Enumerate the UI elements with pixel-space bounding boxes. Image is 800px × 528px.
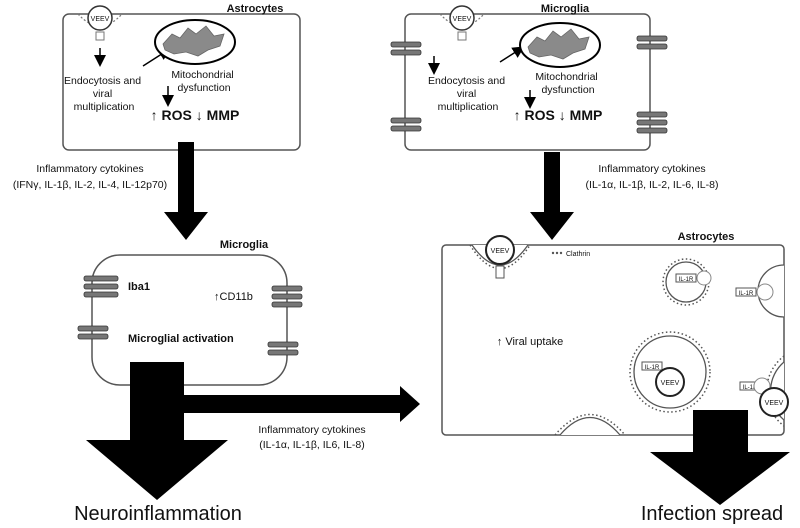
veev-virus xyxy=(655,367,685,397)
cd11b-label: ↑CD11b xyxy=(214,291,253,303)
svg-text:(IL-1α, IL-1β, IL6, IL-8): (IL-1α, IL-1β, IL6, IL-8) xyxy=(259,439,364,451)
svg-text:Inflammatory cytokines: Inflammatory cytokines xyxy=(36,163,143,175)
astrocyte-bottom-title: Astrocytes xyxy=(678,231,735,243)
viral-uptake-label: ↑ Viral uptake xyxy=(497,336,563,348)
cytokines-left-label: Inflammatory cytokines (IFNγ, IL-1β, IL-… xyxy=(13,163,167,191)
svg-text:IL-1R: IL-1R xyxy=(679,277,694,283)
membrane-receptors xyxy=(77,275,303,356)
svg-text:Inflammatory cytokines: Inflammatory cytokines xyxy=(258,424,365,436)
microglia-cell-top-right: Microglia VEEV Endocytosis and viral mul… xyxy=(390,3,668,151)
ros-mmp-label: ↑ ROS ↓ MMP xyxy=(151,107,240,123)
microglia-activation-cell: Microglia Iba1 ↑CD11b Microglial activat… xyxy=(77,239,303,386)
ros-mmp-label: ↑ ROS ↓ MMP xyxy=(514,107,603,123)
cytokines-right-label: Inflammatory cytokines (IL-1α, IL-1β, IL… xyxy=(586,163,719,191)
astrocyte-cell-bottom: Astrocytes Clathrin VEEV IL-1R IL-1R IL-… xyxy=(441,231,789,436)
svg-text:IL-1R: IL-1R xyxy=(743,385,758,391)
veev-virus xyxy=(759,387,789,417)
svg-text:Inflammatory cytokines: Inflammatory cytokines xyxy=(598,163,705,175)
svg-text:VEEV: VEEV xyxy=(765,400,784,407)
endocytosis-label: Endocytosis and viral multiplication xyxy=(64,75,144,113)
microglial-activation-label: Microglial activation xyxy=(128,333,234,345)
membrane-receptors-left xyxy=(390,41,422,132)
svg-text:VEEV: VEEV xyxy=(661,380,680,387)
astrocyte-title: Astrocytes xyxy=(227,3,284,15)
veev-virus xyxy=(449,5,475,31)
arrow-neuroinflammation xyxy=(86,362,228,500)
arrow-infection-spread xyxy=(650,410,790,505)
iba1-label: Iba1 xyxy=(128,281,150,293)
outcome-neuroinflammation: Neuroinflammation xyxy=(74,503,242,525)
arrow-down-left xyxy=(164,142,208,240)
veev-virus xyxy=(485,235,515,265)
svg-text:IL-1R: IL-1R xyxy=(645,365,660,371)
arrow-down-right xyxy=(530,152,574,240)
svg-text:IL-1R: IL-1R xyxy=(739,291,754,297)
clathrin-legend: Clathrin xyxy=(566,251,590,258)
svg-text:(IFNγ, IL-1β, IL-2, IL-4, IL-1: (IFNγ, IL-1β, IL-2, IL-4, IL-12p70) xyxy=(13,179,167,191)
veev-label: VEEV xyxy=(91,16,110,23)
arrow-to-astrocytes xyxy=(184,386,420,422)
outcome-infection-spread: Infection spread xyxy=(641,503,783,525)
veev-label: VEEV xyxy=(453,16,472,23)
svg-text:(IL-1α, IL-1β, IL-2, IL-6, IL-: (IL-1α, IL-1β, IL-2, IL-6, IL-8) xyxy=(586,179,719,191)
membrane-receptors-right xyxy=(636,35,668,134)
endocytosis-label: Endocytosis and viral multiplication xyxy=(428,75,508,113)
mito-label: Mitochondrial dysfunction xyxy=(171,69,236,94)
svg-text:VEEV: VEEV xyxy=(491,248,510,255)
microglia-title: Microglia xyxy=(541,3,590,15)
mito-label: Mitochondrial dysfunction xyxy=(535,71,600,96)
veev-virus xyxy=(87,5,113,31)
astrocyte-cell-top-left: Astrocytes VEEV Endocytosis and viral mu… xyxy=(62,3,301,151)
microglia-activation-title: Microglia xyxy=(220,239,269,251)
cytokines-middle-label: Inflammatory cytokines (IL-1α, IL-1β, IL… xyxy=(258,424,365,451)
